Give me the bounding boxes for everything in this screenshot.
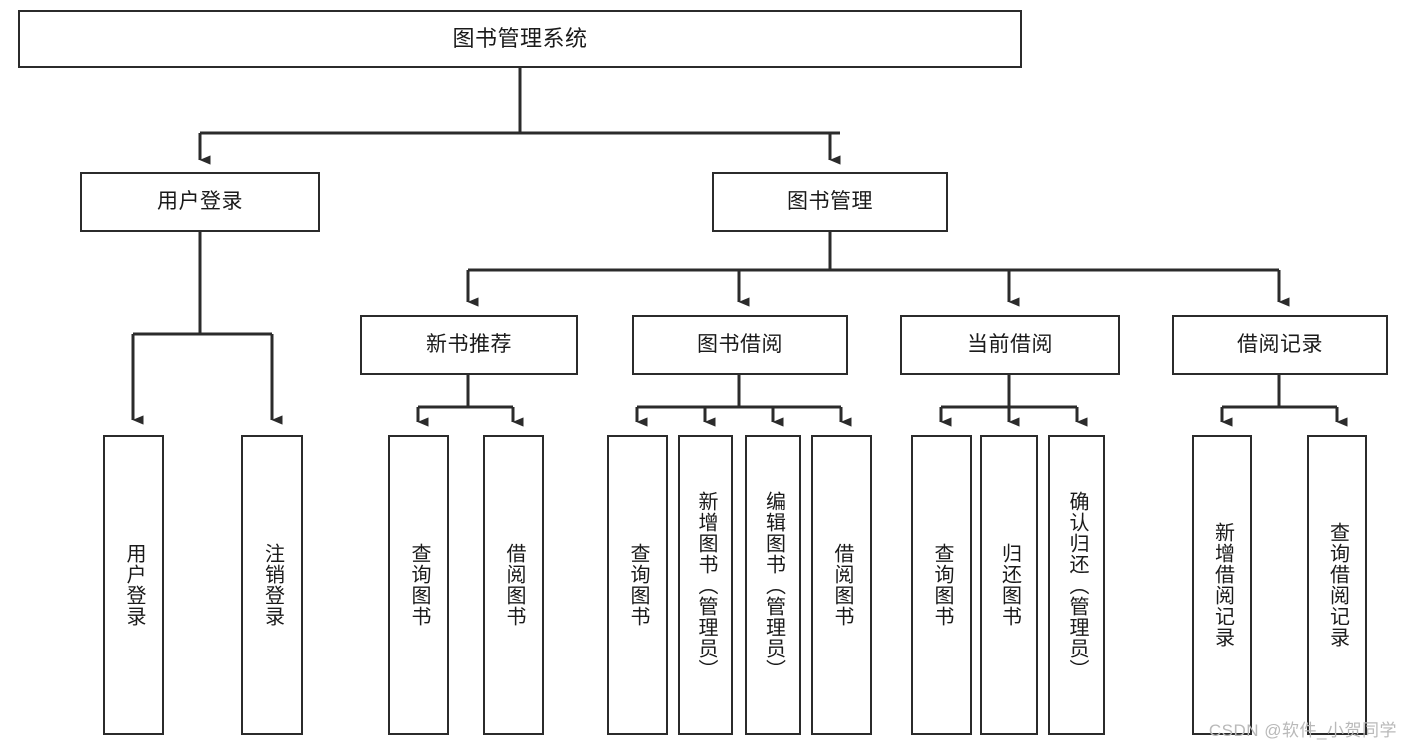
leaf-current-return-book[interactable]: 归还图书 bbox=[980, 435, 1038, 735]
leaf-record-add-record[interactable]: 新增借阅记录 bbox=[1192, 435, 1252, 735]
node-label: 归还图书 bbox=[998, 543, 1021, 627]
node-label: 确认归还（管理员） bbox=[1066, 490, 1088, 680]
leaf-current-confirm-return-admin[interactable]: 确认归还（管理员） bbox=[1048, 435, 1105, 735]
node-label: 新增图书（管理员） bbox=[695, 490, 717, 680]
node-new-book-recommend[interactable]: 新书推荐 bbox=[360, 315, 578, 375]
leaf-borrow-add-book-admin[interactable]: 新增图书（管理员） bbox=[678, 435, 733, 735]
leaf-user-login-logout[interactable]: 注销登录 bbox=[241, 435, 303, 735]
leaf-user-login-login[interactable]: 用户登录 bbox=[103, 435, 164, 735]
node-label: 借阅图书 bbox=[831, 543, 853, 627]
leaf-recommend-borrow-book[interactable]: 借阅图书 bbox=[483, 435, 544, 735]
node-label: 用户登录 bbox=[157, 189, 243, 213]
leaf-borrow-edit-book-admin[interactable]: 编辑图书（管理员） bbox=[745, 435, 801, 735]
leaf-borrow-borrow-book[interactable]: 借阅图书 bbox=[811, 435, 872, 735]
node-book-borrow[interactable]: 图书借阅 bbox=[632, 315, 848, 375]
leaf-record-query-record[interactable]: 查询借阅记录 bbox=[1307, 435, 1367, 735]
node-label: 借阅图书 bbox=[503, 543, 525, 627]
node-label: 注销登录 bbox=[261, 543, 284, 627]
leaf-borrow-query-book[interactable]: 查询图书 bbox=[607, 435, 668, 735]
leaf-recommend-query-book[interactable]: 查询图书 bbox=[388, 435, 449, 735]
node-label: 图书借阅 bbox=[697, 332, 783, 356]
leaf-current-query-book[interactable]: 查询图书 bbox=[911, 435, 972, 735]
node-label: 图书管理系统 bbox=[452, 26, 588, 52]
node-label: 新书推荐 bbox=[426, 332, 512, 356]
node-label: 当前借阅 bbox=[967, 332, 1053, 356]
node-label: 编辑图书（管理员） bbox=[762, 490, 785, 680]
node-label: 用户登录 bbox=[123, 543, 145, 627]
node-label: 查询图书 bbox=[931, 543, 953, 627]
watermark: CSDN @软件_小贺同学 bbox=[1208, 721, 1397, 740]
node-label: 借阅记录 bbox=[1237, 332, 1323, 356]
node-label: 查询借阅记录 bbox=[1326, 522, 1349, 648]
node-label: 新增借阅记录 bbox=[1211, 522, 1234, 648]
node-borrow-record[interactable]: 借阅记录 bbox=[1172, 315, 1388, 375]
node-label: 查询图书 bbox=[408, 543, 430, 627]
node-label: 图书管理 bbox=[787, 189, 873, 213]
node-current-borrow[interactable]: 当前借阅 bbox=[900, 315, 1120, 375]
node-root-system[interactable]: 图书管理系统 bbox=[18, 10, 1022, 68]
node-label: 查询图书 bbox=[627, 543, 649, 627]
node-book-management[interactable]: 图书管理 bbox=[712, 172, 948, 232]
node-user-login[interactable]: 用户登录 bbox=[80, 172, 320, 232]
